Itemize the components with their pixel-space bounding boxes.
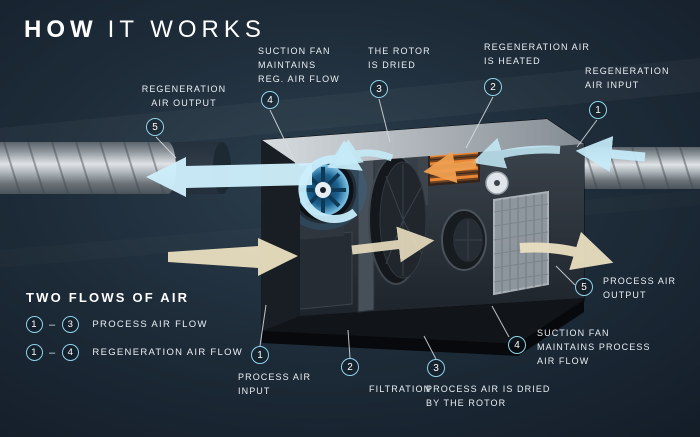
callout-regeneration-air-output-number: 5 — [146, 118, 164, 136]
callout-filtration-number: 2 — [341, 358, 359, 376]
legend-regen-label: REGENERATION AIR FLOW — [92, 347, 244, 358]
legend-regen-from-circle: 1 — [26, 344, 43, 361]
legend-process-to-circle: 3 — [62, 316, 80, 333]
page-title-light: IT WORKS — [107, 16, 266, 43]
callout-rotor-is-dried-number: 3 — [370, 80, 388, 98]
filter-box — [291, 231, 353, 311]
callout-regeneration-air-heated-number: 2 — [484, 78, 502, 96]
process-flow-arrows — [168, 226, 614, 276]
legend-dash: – — [49, 318, 57, 331]
machine-body — [261, 118, 585, 356]
legend-heading: TWO FLOWS OF AIR — [26, 290, 190, 305]
callout-suction-fan-process-number: 4 — [508, 336, 526, 354]
callout-suction-fan-reg-number: 4 — [261, 91, 279, 109]
small-fan — [485, 171, 509, 195]
legend-row-process: 1 – 3 PROCESS AIR FLOW — [26, 316, 208, 333]
legend-row-regeneration: 1 – 4 REGENERATION AIR FLOW — [26, 344, 243, 361]
legend-process-label: PROCESS AIR FLOW — [92, 319, 208, 330]
callout-regeneration-air-input-number: 1 — [589, 101, 607, 119]
legend-regen-to-circle: 4 — [62, 344, 80, 361]
leader-lines — [155, 96, 598, 360]
callout-filtration-label: FILTRATION — [369, 384, 432, 394]
legend-process-from-circle: 1 — [26, 316, 43, 333]
process-fan — [441, 209, 487, 271]
regeneration-flow-arrows — [146, 136, 646, 224]
callout-process-air-output-number: 5 — [575, 278, 593, 296]
callout-process-air-input-number: 1 — [251, 346, 269, 364]
machine-base — [262, 301, 584, 356]
page-title-bold: HOW — [24, 16, 98, 43]
machine-left-edge — [262, 140, 300, 331]
callout-process-air-dried-number: 3 — [427, 359, 445, 377]
page-title: HOW IT WORKS — [24, 16, 266, 44]
rotor — [368, 155, 427, 285]
legend-dash-2: – — [49, 346, 57, 359]
